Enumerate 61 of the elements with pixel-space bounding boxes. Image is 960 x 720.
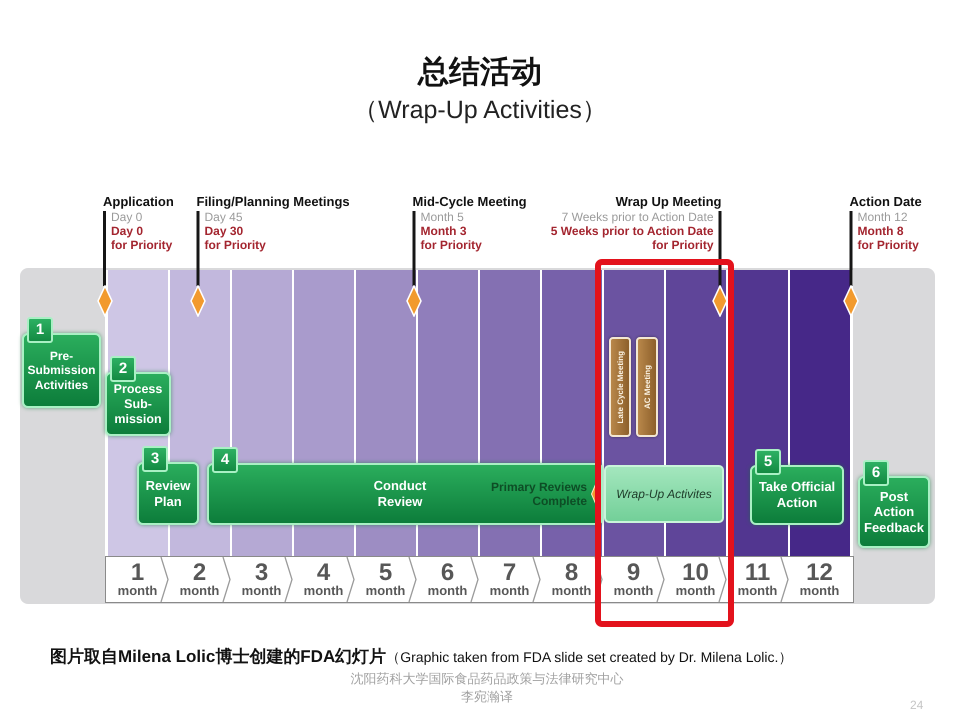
month-unit: month	[676, 584, 716, 598]
standard-date: Month 5	[420, 210, 465, 224]
step-title: Conduct Review	[372, 478, 428, 510]
footer-text: 沈阳药科大学国际食品药品政策与法律研究中心	[350, 670, 624, 687]
step-number: 6	[863, 460, 889, 486]
milestone-heading: Action Date	[850, 194, 923, 210]
month-unit: month	[738, 584, 778, 598]
month-number: 10	[682, 562, 709, 584]
priority-date: Month 3 for Priority	[420, 224, 483, 252]
month-number: 11	[744, 562, 770, 584]
month-unit: month	[242, 584, 282, 598]
month-unit: month	[366, 584, 406, 598]
month-number: 3	[254, 562, 268, 584]
step-number: 4	[212, 447, 238, 473]
priority-date: 5 Weeks prior to Action Date for Priority	[550, 224, 714, 252]
month-number: 7	[502, 562, 516, 584]
step-number: 3	[142, 446, 168, 472]
month-number: 5	[378, 562, 392, 584]
page-number: 24	[910, 698, 924, 713]
milestone-note: Primary Reviews Complete	[490, 480, 587, 508]
standard-date: Month 12	[858, 210, 909, 224]
title: 总结活动	[418, 53, 542, 91]
step-title: Take Official Action	[758, 479, 836, 511]
month-unit: month	[428, 584, 468, 598]
month-number: 6	[440, 562, 454, 584]
month-number: 1	[130, 562, 144, 584]
month-unit: month	[118, 584, 158, 598]
step-title: Pre- Submission Activities	[26, 348, 96, 392]
milestone-heading: Filing/Planning Meetings	[196, 194, 351, 210]
month-number: 8	[564, 562, 578, 584]
meeting-label: Late Cycle Meeting	[616, 350, 624, 424]
month-unit: month	[490, 584, 530, 598]
step-title: Process Sub- mission	[112, 382, 164, 426]
standard-date: Day 0	[111, 210, 144, 224]
step-title: Post Action Feedback	[863, 488, 925, 536]
caption: 图片取自Milena Lolic博士创建的FDA幻灯片（Graphic taken from FDA slide set created by Dr. Milena Lolic.）	[50, 647, 792, 667]
milestone-heading: Mid-Cycle Meeting	[412, 194, 528, 210]
activity-title: Wrap-Up Activites	[616, 487, 712, 501]
month-unit: month	[552, 584, 592, 598]
meeting-label: AC Meeting	[642, 365, 652, 409]
month-number: 2	[192, 562, 206, 584]
step-number: 5	[755, 449, 781, 475]
step-title: Review Plan	[144, 478, 192, 510]
standard-date: 7 Weeks prior to Action Date	[560, 210, 714, 224]
milestone-heading: Wrap Up Meeting	[614, 194, 722, 210]
priority-date: Day 30 for Priority	[204, 224, 267, 252]
step-number: 2	[110, 356, 136, 382]
month-number: 12	[806, 562, 833, 584]
month-number: 9	[626, 562, 640, 584]
step-number: 1	[27, 317, 53, 343]
priority-date: Month 8 for Priority	[858, 224, 920, 252]
month-unit: month	[304, 584, 344, 598]
month-number: 4	[316, 562, 330, 584]
month-unit: month	[614, 584, 654, 598]
footer-text: 李宛瀚译	[461, 688, 513, 705]
subtitle: （Wrap-Up Activities）	[353, 95, 607, 126]
standard-date: Day 45	[204, 210, 244, 224]
priority-date: Day 0 for Priority	[111, 224, 174, 252]
milestone-heading: Application	[103, 194, 175, 210]
month-unit: month	[800, 584, 840, 598]
month-unit: month	[180, 584, 220, 598]
